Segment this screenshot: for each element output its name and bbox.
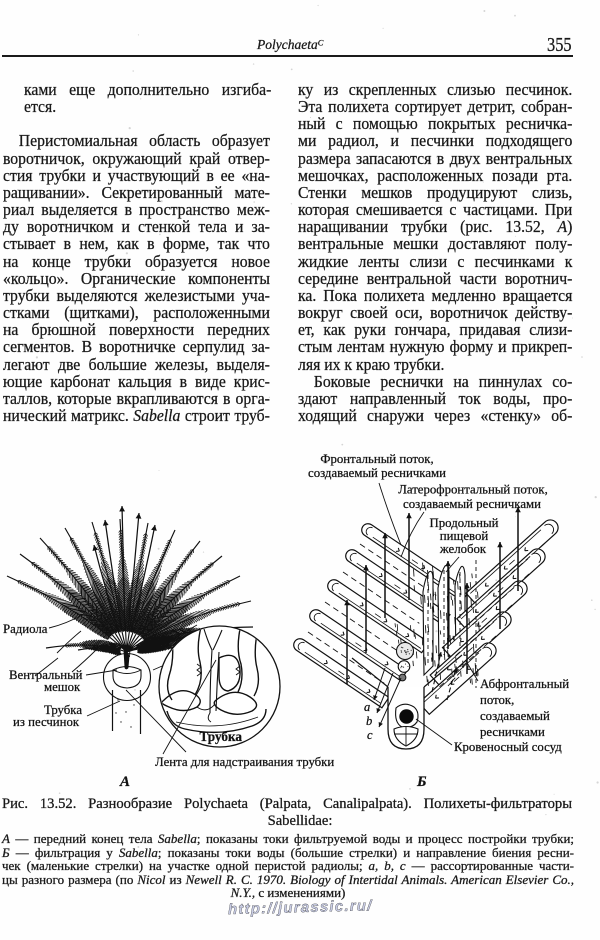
svg-text:мешок: мешок [44,680,81,694]
svg-text:А: А [119,774,130,790]
svg-text:пищевой: пищевой [440,529,489,543]
svg-text:Кровеносный сосуд: Кровеносный сосуд [454,740,562,754]
svg-text:Б: Б [416,774,427,790]
svg-text:создаваемый: создаваемый [480,709,550,723]
svg-text:ресничками: ресничками [480,725,545,739]
svg-text:Трубка: Трубка [200,729,243,744]
svg-text:создаваемый ресничками: создаваемый ресничками [308,466,446,480]
svg-text:поток,: поток, [480,693,514,707]
svg-text:Радиола: Радиола [3,622,48,636]
svg-text:создаваемый ресничками: создаваемый ресничками [403,497,541,511]
svg-text:a: a [364,700,370,714]
svg-text:Абфронтальный: Абфронтальный [480,677,569,691]
svg-text:b: b [366,714,372,728]
svg-text:c: c [367,728,373,742]
svg-text:Трубка: Трубка [44,703,82,717]
svg-text:желобок: желобок [439,542,487,556]
svg-text:Лента для надстраивания трубки: Лента для надстраивания трубки [155,755,334,769]
svg-text:Фронтальный поток,: Фронтальный поток, [320,452,433,466]
svg-text:Латерофронтальный поток,: Латерофронтальный поток, [398,483,548,497]
svg-text:Продольный: Продольный [430,516,499,530]
svg-text:из песчинок: из песчинок [13,715,80,729]
svg-text:Вентральный: Вентральный [9,668,83,682]
